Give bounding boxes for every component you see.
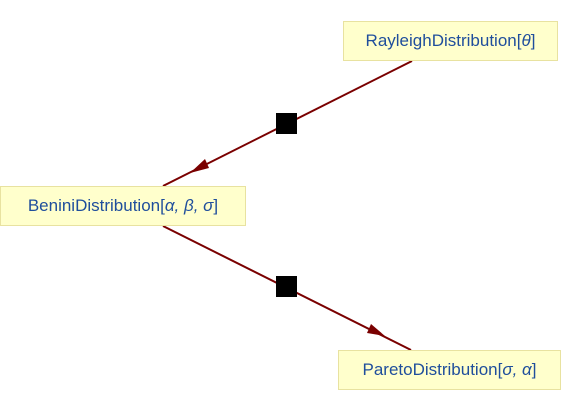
- node-params: σ, α: [502, 360, 532, 379]
- square-marker-icon: [276, 113, 297, 134]
- open-bracket: [: [497, 360, 503, 379]
- node-name: BeniniDistribution: [27, 196, 161, 215]
- arrowhead-icon: [190, 159, 209, 173]
- node-name: RayleighDistribution: [365, 31, 517, 50]
- node-pareto-distribution[interactable]: ParetoDistribution[σ, α]: [338, 350, 561, 390]
- node-benini-distribution[interactable]: BeniniDistribution[α, β, σ]: [0, 186, 246, 226]
- open-bracket: [: [516, 31, 522, 50]
- node-name: ParetoDistribution: [362, 360, 498, 379]
- node-params: θ: [521, 31, 531, 50]
- close-bracket: ]: [213, 196, 219, 215]
- edge-rayleigh-to-benini: [162, 60, 413, 187]
- square-marker-icon: [276, 276, 297, 297]
- node-params: α, β, σ: [164, 196, 214, 215]
- close-bracket: ]: [530, 31, 536, 50]
- close-bracket: ]: [531, 360, 537, 379]
- open-bracket: [: [160, 196, 165, 215]
- arrowhead-icon: [367, 324, 385, 336]
- node-rayleigh-distribution[interactable]: RayleighDistribution[θ]: [343, 21, 558, 61]
- edge-benini-to-pareto: [162, 225, 412, 351]
